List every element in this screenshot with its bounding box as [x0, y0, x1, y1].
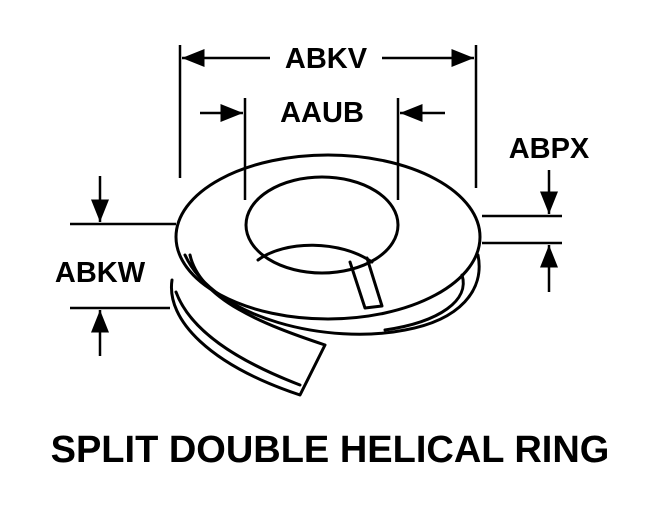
- hole-inner-coil: [256, 243, 374, 264]
- label-aaub: AAUB: [280, 97, 364, 129]
- split-end: [348, 256, 384, 310]
- coil-outer-right: [383, 273, 465, 332]
- label-abpx: ABPX: [509, 133, 590, 165]
- lower-coil-inner-edge: [174, 290, 302, 387]
- top-ring-outer: [174, 153, 482, 321]
- top-ring-inner: [244, 175, 400, 275]
- label-abkv: ABKV: [285, 43, 368, 75]
- label-abkw: ABKW: [55, 257, 146, 289]
- dimension-lines: [70, 45, 562, 356]
- diagram-caption: SPLIT DOUBLE HELICAL RING: [51, 429, 610, 471]
- split-ring-illustration: [169, 153, 482, 397]
